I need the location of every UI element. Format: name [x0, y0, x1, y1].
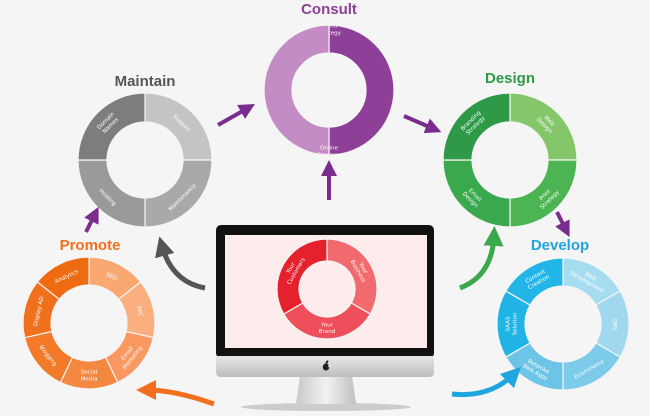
cycle-title-design: Design	[485, 70, 535, 87]
cycle-consult: BrandStrategyOnlineStrategyConsult	[263, 1, 395, 159]
arrow-monitor-to-design	[459, 226, 504, 291]
cycle-title-develop: Develop	[531, 237, 589, 254]
cycle-title-consult: Consult	[301, 1, 357, 18]
segment-label: CMS	[611, 318, 617, 331]
segment-hosting	[77, 159, 146, 228]
arrow-consult-to-design	[403, 114, 442, 134]
arrow-maintain-to-consult	[217, 104, 255, 127]
cycle-design: WebDesignPrintStrategyEmailDesignBrandin…	[442, 70, 578, 228]
segment-support	[144, 92, 213, 161]
segment-analytics	[36, 256, 90, 301]
segment-your-customers	[276, 238, 328, 315]
segment-content-creation	[505, 257, 564, 306]
segment-domain-names	[77, 92, 146, 161]
arrow-design-to-develop	[555, 211, 570, 238]
apple-logo-icon	[322, 360, 331, 371]
arrow-monitor-to-promote	[136, 380, 215, 407]
arrow-monitor-to-develop	[451, 366, 522, 398]
flow-arrows	[84, 104, 570, 407]
segment-online-strategy	[263, 24, 330, 156]
segment-label: SAASSolution	[506, 312, 519, 335]
monitor-stand	[296, 376, 356, 404]
segment-label: SEO	[105, 272, 118, 283]
segment-branding-strategy	[442, 92, 511, 161]
cycle-title-promote: Promote	[60, 237, 121, 254]
cycle-maintain: SupportMaintenanceHostingDomainNamesMain…	[77, 73, 213, 228]
arrow-promote-to-maintain	[84, 206, 99, 233]
arrow-monitor-to-maintain	[155, 236, 206, 291]
cycle-title-maintain: Maintain	[115, 73, 176, 90]
segment-maintenance	[144, 159, 213, 228]
segment-brand-strategy	[328, 24, 395, 156]
segment-label: PPC	[135, 306, 143, 318]
